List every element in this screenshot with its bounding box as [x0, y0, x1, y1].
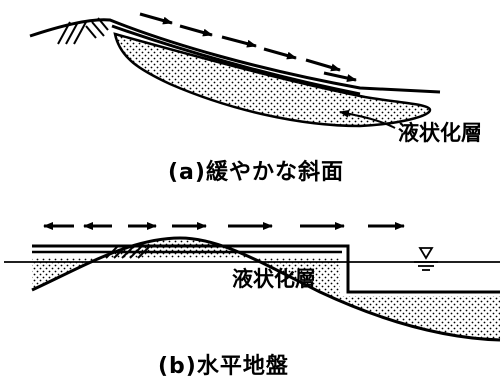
arrow-icon	[139, 12, 173, 25]
water-level-icon	[414, 247, 438, 271]
horizontal-layer-label: 液状化層	[232, 267, 316, 291]
caption-gentle-slope: (a)緩やかな斜面	[168, 160, 344, 185]
horizontal-hatch-marks	[105, 245, 151, 259]
horizontal-liquefied-layer	[32, 238, 500, 340]
slope-label-leader	[339, 109, 396, 129]
horizontal-base-boundary	[31, 236, 501, 342]
arrow-icon	[221, 35, 257, 48]
slope-surface-layer-line	[111, 24, 361, 96]
slope-diagram: 液状化層	[29, 12, 482, 145]
slope-liquefied-layer	[113, 32, 432, 128]
horizontal-ground-surface	[32, 244, 500, 294]
arrow-icon	[323, 71, 357, 82]
slope-hatch-marks	[57, 17, 109, 45]
arrow-icon	[179, 24, 213, 37]
slope-layer-label: 液状化層	[398, 121, 482, 145]
arrow-icon	[305, 58, 341, 72]
arrow-icon	[263, 47, 297, 60]
horizontal-ground-diagram: 液状化層	[4, 222, 501, 342]
slope-movement-arrows	[139, 12, 357, 82]
caption-horizontal-ground: (b)水平地盤	[158, 354, 289, 379]
